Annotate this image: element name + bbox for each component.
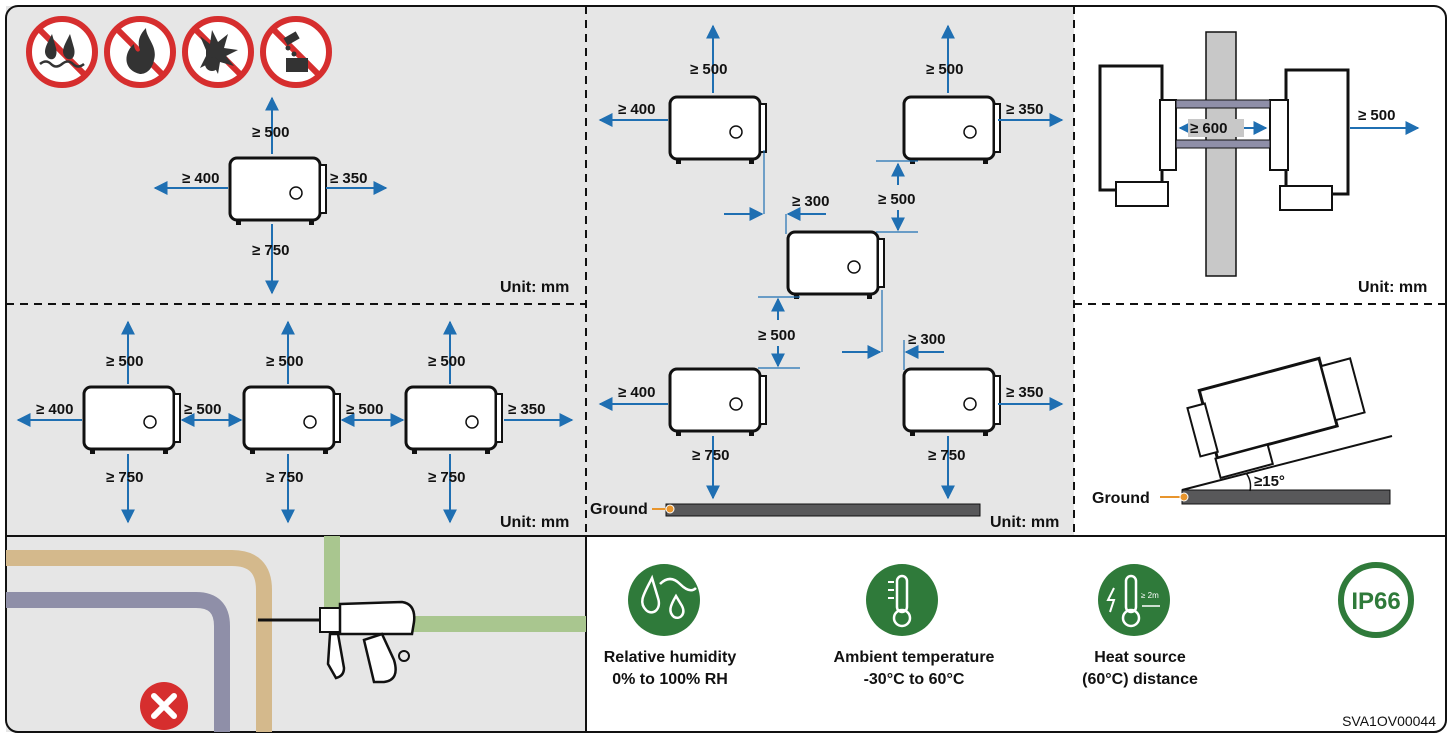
unit-label: Unit: mm [500, 279, 569, 296]
no-drilling-icon [6, 536, 586, 732]
mounting-pole [1205, 31, 1237, 277]
label-between: ≥ 500 [184, 401, 221, 418]
outer-frame [5, 5, 1447, 733]
label-left: ≥ 400 [618, 101, 655, 118]
label-pole: ≥ 600 [1190, 120, 1227, 137]
label-stagger-h: ≥ 300 [908, 331, 945, 348]
label-bottom: ≥ 750 [428, 469, 465, 486]
thermometer-icon [866, 564, 938, 636]
single-inverter-clearance: ≥ 500 ≥ 750 ≥ 400 ≥ 350 [153, 96, 388, 295]
ground-bar [665, 503, 981, 517]
drill-icon [258, 600, 416, 684]
staggered-inverters-clearance: ≥ 500 ≥ 500 ≥ 400 ≥ 350 ≥ 300 ≥ 500 ≥ 50… [590, 24, 1064, 518]
label-left: ≥ 400 [36, 401, 73, 418]
label-angle: ≥15° [1254, 473, 1285, 490]
ip-rating-text: IP66 [1351, 588, 1400, 615]
label-top: ≥ 500 [1358, 107, 1395, 124]
ground-label: Ground [590, 501, 648, 518]
label-right: ≥ 350 [330, 170, 367, 187]
no-corrosive-icon [263, 19, 329, 85]
no-fire-icon [107, 19, 173, 85]
unit-label: Unit: mm [990, 514, 1059, 531]
row-inverters-clearance: ≥ 500 ≥ 500 ≥ 500 ≥ 750 ≥ 750 ≥ 750 ≥ 40… [16, 320, 574, 524]
label-right: ≥ 350 [1006, 101, 1043, 118]
unit-label: Unit: mm [500, 514, 569, 531]
label-right: ≥ 350 [1006, 384, 1043, 401]
humidity-icon [628, 564, 700, 636]
label-right: ≥ 350 [508, 401, 545, 418]
spec-heat-title: Heat source [1094, 649, 1186, 666]
label-stagger-v: ≥ 500 [878, 191, 915, 208]
label-top: ≥ 500 [926, 61, 963, 78]
label-left: ≥ 400 [182, 170, 219, 187]
label-top: ≥ 500 [428, 353, 465, 370]
label-top: ≥ 500 [690, 61, 727, 78]
label-stagger-h: ≥ 300 [792, 193, 829, 210]
spec-humidity-value: 0% to 100% RH [612, 671, 728, 688]
label-left: ≥ 400 [618, 384, 655, 401]
doc-code: SVA1OV00044 [1342, 713, 1436, 729]
no-explosive-icon [185, 19, 251, 85]
label-bottom: ≥ 750 [252, 242, 289, 259]
label-top: ≥ 500 [266, 353, 303, 370]
label-stagger-v: ≥ 500 [758, 327, 795, 344]
label-top: ≥ 500 [252, 124, 289, 141]
heat-source-icon: ≥ 2m [1098, 564, 1170, 636]
label-top: ≥ 500 [106, 353, 143, 370]
no-water-icon [29, 19, 95, 85]
label-bottom: ≥ 750 [266, 469, 303, 486]
spec-humidity-title: Relative humidity [604, 649, 737, 666]
ip-rating-badge: IP66 [1338, 562, 1414, 638]
spec-heat-value: (60°C) distance [1082, 671, 1198, 688]
ground-label: Ground [1092, 490, 1150, 507]
unit-label: Unit: mm [1358, 279, 1427, 296]
label-between: ≥ 500 [346, 401, 383, 418]
label-bottom: ≥ 750 [692, 447, 729, 464]
pole-mount-clearance: ≥ 600 ≥ 500 [1098, 31, 1420, 277]
label-bottom: ≥ 750 [106, 469, 143, 486]
spec-temperature-value: -30°C to 60°C [864, 671, 965, 688]
tilt-limit-diagram: ≥15° Ground [1092, 356, 1393, 507]
panel-drill-bg [6, 536, 586, 732]
ground-bar [1181, 489, 1391, 505]
heat-icon-text: ≥ 2m [1141, 591, 1159, 600]
label-bottom: ≥ 750 [928, 447, 965, 464]
spec-temperature-title: Ambient temperature [834, 649, 995, 666]
